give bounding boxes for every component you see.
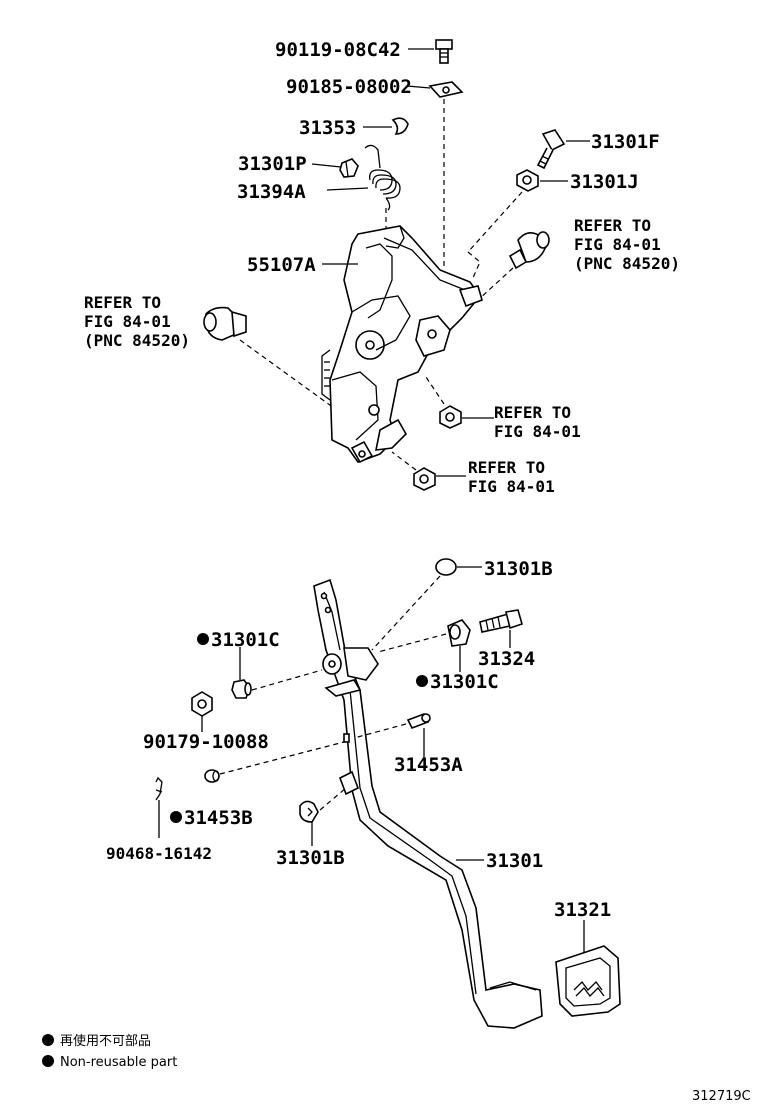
label-31301J: 31301J	[570, 171, 639, 193]
pedal-bracket-55107A	[321, 225, 483, 464]
pedal-lever-31301	[313, 578, 543, 1029]
spring-31394A-icon	[364, 144, 401, 211]
clip-90468-icon	[155, 776, 163, 801]
label-31301: 31301	[486, 850, 543, 872]
label-90179: 90179-10088	[143, 731, 269, 753]
legend-jp: 再使用不可部品	[60, 1033, 151, 1049]
ref-right-mid-line2: FIG 84-01	[494, 422, 581, 441]
legend-en: Non-reusable part	[60, 1055, 177, 1070]
clip-nut-90185-icon	[428, 81, 464, 98]
bush-31453B-icon	[204, 769, 220, 783]
label-31453A: 31453A	[394, 754, 463, 776]
nonreusable-dot-31453B	[170, 811, 182, 823]
clip-31353-icon	[391, 117, 409, 135]
legend-dot-en	[42, 1055, 54, 1067]
ref-left-upper-line3: (PNC 84520)	[84, 331, 190, 350]
ref-right-upper-line3: (PNC 84520)	[574, 254, 680, 273]
nut-ref-low-icon	[413, 467, 436, 491]
ref-right-low-line2: FIG 84-01	[468, 477, 555, 496]
cushion-31301B-bottom-icon	[299, 800, 319, 823]
bush-31301C-right-icon	[447, 619, 471, 647]
ref-right-low-line1: REFER TO	[468, 458, 545, 477]
ref-right-upper-line1: REFER TO	[574, 216, 651, 235]
label-31301P: 31301P	[238, 153, 307, 175]
bolt-31301F-icon	[536, 129, 566, 170]
label-31453B: 31453B	[184, 807, 253, 829]
bush-31301P-icon	[339, 158, 359, 178]
label-31353: 31353	[299, 117, 356, 139]
label-31301B-top: 31301B	[484, 558, 553, 580]
ref-right-mid-line1: REFER TO	[494, 403, 571, 422]
stop-switch-right-icon	[508, 231, 550, 270]
bolt-31324-icon	[479, 609, 523, 633]
label-31301C-left: 31301C	[211, 629, 280, 651]
label-31321: 31321	[554, 899, 611, 921]
label-31324: 31324	[478, 648, 535, 670]
nonreusable-dot-31301C-left	[197, 633, 209, 645]
legend-dot-jp	[42, 1034, 54, 1046]
pedal-pad-31321-icon	[555, 945, 621, 1017]
nut-ref-mid-icon	[439, 405, 462, 429]
legend: 再使用不可部品 Non-reusable part	[42, 1033, 177, 1070]
ref-left-upper-line2: FIG 84-01	[84, 312, 171, 331]
stop-switch-left-icon	[203, 306, 247, 341]
nut-31301J-icon	[516, 169, 539, 192]
label-31301C-right: 31301C	[430, 671, 499, 693]
figure-code: 312719C	[692, 1089, 751, 1104]
label-55107A: 55107A	[247, 254, 316, 276]
label-90468: 90468-16142	[106, 844, 212, 863]
bush-31301C-left-icon	[231, 679, 252, 699]
ref-left-upper-line1: REFER TO	[84, 293, 161, 312]
ref-right-upper-line2: FIG 84-01	[574, 235, 661, 254]
label-31301F: 31301F	[591, 131, 660, 153]
nonreusable-dot-31301C-right	[416, 675, 428, 687]
bolt-90119-icon	[435, 39, 453, 64]
label-90185: 90185-08002	[286, 76, 412, 98]
label-31394A: 31394A	[237, 181, 306, 203]
pin-31453A-icon	[406, 712, 431, 730]
nut-90179-icon	[191, 691, 213, 717]
label-31301B-bottom: 31301B	[276, 847, 345, 869]
cushion-31301B-top-icon	[435, 558, 457, 576]
label-90119: 90119-08C42	[275, 39, 401, 61]
